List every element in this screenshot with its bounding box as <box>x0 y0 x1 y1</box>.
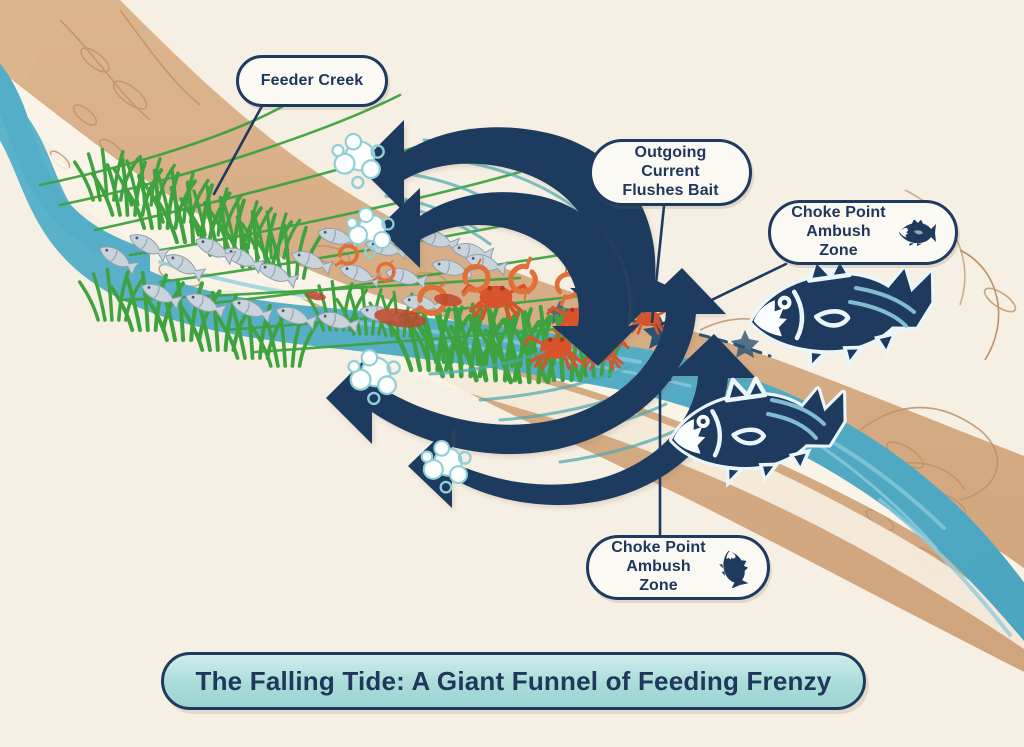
predator-fish-upper <box>745 244 942 377</box>
arrow-lower-inner <box>408 334 756 508</box>
leader-feeder-creek <box>212 104 264 196</box>
callout-feeder-creek[interactable]: Feeder Creek <box>236 55 388 107</box>
shoreline-foam <box>0 70 1024 649</box>
leader-arrowhead-fill <box>650 352 670 378</box>
callout-choke-point-right[interactable]: Choke Point Ambush Zone <box>768 200 958 265</box>
arrow-lower-outer <box>326 268 726 455</box>
arrow-upper-inner <box>378 188 640 366</box>
callout-choke-point-bottom-label: Choke Point Ambush Zone <box>611 539 706 594</box>
leader-choke-right <box>660 262 788 326</box>
callout-feeder-creek-label: Feeder Creek <box>260 71 364 89</box>
crabs-and-shrimp <box>306 239 692 371</box>
page-title: The Falling Tide: A Giant Funnel of Feed… <box>195 665 832 696</box>
title-banner: The Falling Tide: A Giant Funnel of Feed… <box>161 652 866 710</box>
callout-outgoing-current-label: Outgoing Current Flushes Bait <box>622 144 719 199</box>
callout-leader-lines <box>212 104 788 537</box>
fish-icon <box>899 219 936 246</box>
callout-outgoing-current[interactable]: Outgoing Current Flushes Bait <box>589 139 752 206</box>
fish-icon-vertical <box>719 550 749 588</box>
callout-choke-point-bottom[interactable]: Choke Point Ambush Zone <box>586 535 770 600</box>
leader-outgoing-current <box>650 204 666 324</box>
callout-choke-point-right-label: Choke Point Ambush Zone <box>791 204 886 259</box>
predator-fish-lower <box>665 365 854 492</box>
